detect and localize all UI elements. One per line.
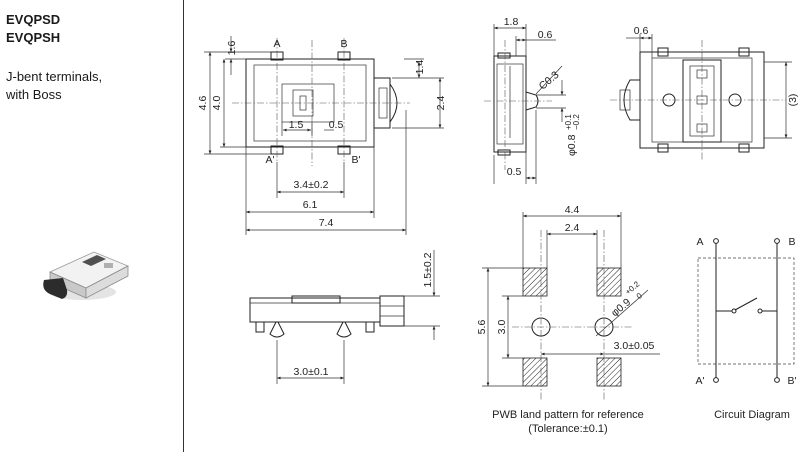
- land-pad-top-right: [596, 267, 622, 297]
- dimension-0-6: 0.6: [538, 29, 553, 41]
- side-view-labels: 1.8 0.6 C0.3 φ0.8 +0.1 −0.2 0.5: [504, 16, 581, 178]
- dimension-3-0-vertical: 3.0: [496, 320, 508, 335]
- model-name-1: EVQPSD: [6, 12, 61, 27]
- dimension-6-1: 6.1: [303, 199, 318, 211]
- circuit-diagram-labels: A B A' B' Circuit Diagram: [695, 236, 796, 421]
- front-view-drawing: [249, 250, 440, 384]
- dimension-0-6-back: 0.6: [634, 25, 649, 37]
- dimension-0-5-side: 0.5: [507, 166, 522, 178]
- dimension-phi-0-8: φ0.8: [566, 134, 578, 156]
- dimension-4-6: 4.6: [197, 96, 209, 111]
- top-view-drawing: [204, 36, 444, 235]
- dimension-1-4: 1.4: [414, 60, 426, 75]
- dimension-3-4: 3.4±0.2: [294, 179, 329, 191]
- dimension-phi-0-9: φ0.9: [609, 296, 633, 319]
- dimension-1-6: 1.6: [226, 41, 238, 56]
- land-pattern-caption: PWB land pattern for reference: [492, 409, 644, 421]
- land-pattern-tolerance: (Tolerance:±0.1): [528, 423, 607, 435]
- land-pattern-labels: 4.4 2.4 5.6 3.0 φ0.9 +0.2 0 3.0±0.05 PWB…: [476, 204, 655, 435]
- terminal-a-label: A: [273, 38, 280, 50]
- dimension-2-4: 2.4: [435, 96, 447, 111]
- circuit-label-a: A: [696, 236, 703, 248]
- circuit-label-a-prime: A': [695, 375, 704, 387]
- dimension-2-4-land: 2.4: [565, 222, 580, 234]
- sidebar: EVQPSD EVQPSH J-bent terminals, with Bos…: [0, 0, 183, 452]
- dimension-4-0: 4.0: [211, 96, 223, 111]
- tolerance-0-8-upper: +0.1: [564, 114, 573, 130]
- top-view-labels: A B A' B' 1.6 4.6 4.0 1.5 0.5 1.4 2.4 3.…: [197, 38, 447, 229]
- terminal-b-prime-label: B': [351, 154, 360, 166]
- dimension-1-5: 1.5: [289, 119, 304, 131]
- back-view-drawing: [610, 34, 792, 160]
- circuit-diagram-drawing: [697, 238, 795, 383]
- product-photo: [43, 251, 129, 300]
- front-view-labels: 1.5±0.2 3.0±0.1: [294, 252, 434, 378]
- dimension-4-4: 4.4: [565, 204, 580, 216]
- switch-contact: [734, 297, 758, 311]
- dimension-3-0-horizontal: 3.0±0.05: [614, 340, 655, 352]
- dimension-3-reference: (3): [787, 94, 799, 107]
- dimension-5-6: 5.6: [476, 320, 488, 335]
- circuit-label-b-prime: B': [787, 375, 796, 387]
- dimension-1-5-front: 1.5±0.2: [422, 252, 434, 287]
- dimension-7-4: 7.4: [319, 217, 334, 229]
- terminal-b-label: B: [340, 38, 347, 50]
- land-pattern-drawing: [482, 212, 660, 400]
- dimension-3-0-front: 3.0±0.1: [294, 366, 329, 378]
- terminal-description-1: J-bent terminals,: [6, 69, 103, 84]
- dimension-c0-3: C0.3: [537, 69, 562, 93]
- dimension-1-8: 1.8: [504, 16, 519, 28]
- section-divider: [183, 0, 184, 452]
- tolerance-0-9-lower: 0: [635, 291, 645, 301]
- tolerance-0-8-lower: −0.2: [572, 114, 581, 130]
- land-pad-bottom-left: [522, 357, 548, 387]
- side-view-drawing: [484, 24, 566, 184]
- dimension-0-5: 0.5: [329, 119, 344, 131]
- back-view-labels: 0.6 (3): [634, 25, 799, 106]
- model-name-2: EVQPSH: [6, 30, 61, 45]
- terminal-a-prime-label: A': [265, 154, 274, 166]
- circuit-label-b: B: [788, 236, 795, 248]
- land-pad-bottom-right: [596, 357, 622, 387]
- terminal-description-2: with Boss: [6, 87, 62, 102]
- land-pad-top-left: [522, 267, 548, 297]
- circuit-diagram-caption: Circuit Diagram: [714, 409, 790, 421]
